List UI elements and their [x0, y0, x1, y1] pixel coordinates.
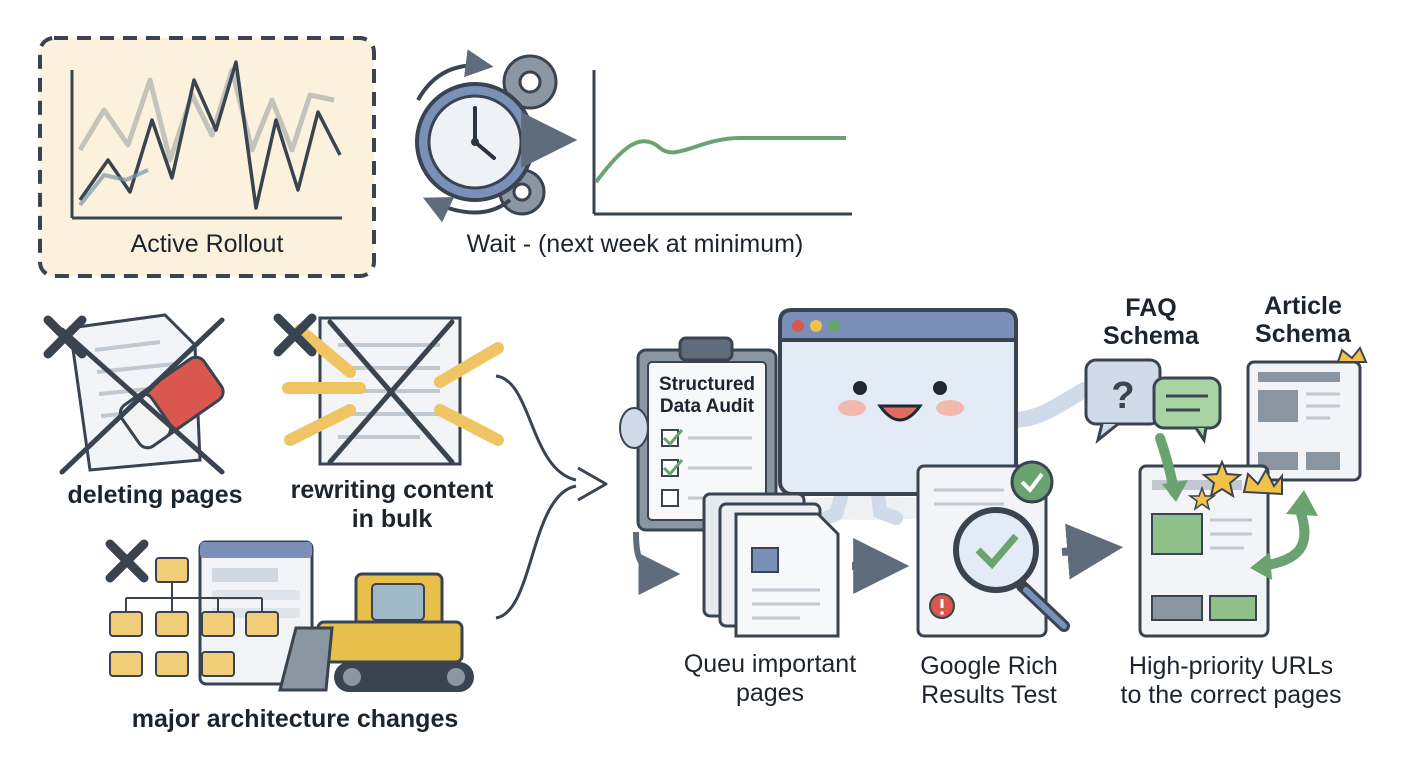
active-rollout-label: Active Rollout: [130, 230, 284, 258]
wait-label: Wait - (next week at minimum): [466, 230, 804, 258]
queued-pages-icon: [633, 492, 840, 638]
queue-pages-label-line1: Queu important: [683, 650, 857, 678]
clock-gears-icon: [415, 49, 578, 223]
rewriting-content-icon: [273, 313, 504, 466]
rich-results-label-line1: Google Rich: [920, 652, 1058, 680]
check-badge-icon: [1010, 460, 1054, 504]
rich-results-label-line2: Results Test: [921, 681, 1057, 709]
faq-schema-label-line1: FAQ: [1125, 294, 1177, 322]
rewriting-content-label-line2: in bulk: [351, 505, 433, 533]
article-schema-label-line1: Article: [1264, 292, 1342, 320]
question-mark-icon: ?: [1111, 375, 1134, 417]
crown-icon: [1242, 467, 1283, 496]
active-rollout-panel: [38, 36, 376, 278]
article-page-icon: [1246, 346, 1368, 482]
merge-arrows: [495, 374, 608, 620]
volatile-chart-icon: [70, 60, 342, 220]
deleting-pages-label: deleting pages: [67, 481, 243, 509]
magnifier-icon: [953, 507, 1039, 593]
deleting-pages-icon: [43, 313, 225, 475]
stabilizing-chart-icon: [592, 70, 852, 216]
pencil-icon: [282, 324, 504, 446]
rewriting-content-label-line1: rewriting content: [290, 476, 494, 504]
rich-results-test-icon: [916, 460, 1070, 638]
article-schema-label-line2: Schema: [1255, 320, 1351, 348]
architecture-changes-label: major architecture changes: [131, 705, 459, 733]
urls-label-line1: High-priority URLs: [1128, 652, 1334, 680]
browser-mascot: [778, 308, 1092, 527]
architecture-changes-icon: [105, 539, 474, 692]
high-priority-page-icon: [1138, 433, 1318, 638]
faq-bubbles-icon: ?: [1084, 358, 1222, 444]
audit-label-line2: Data Audit: [659, 396, 755, 417]
queue-pages-label-line2: pages: [735, 679, 805, 707]
folder-tree-icon: [109, 557, 279, 677]
arrow-test-to-urls: [1061, 523, 1124, 580]
star-icon: [1201, 459, 1243, 499]
audit-label-line1: Structured: [658, 374, 756, 395]
bulldozer-icon: [278, 572, 474, 692]
faq-schema-label-line2: Schema: [1103, 322, 1199, 350]
structured-data-audit-clipboard: [619, 336, 778, 532]
urls-label-line2: to the correct pages: [1120, 681, 1342, 709]
